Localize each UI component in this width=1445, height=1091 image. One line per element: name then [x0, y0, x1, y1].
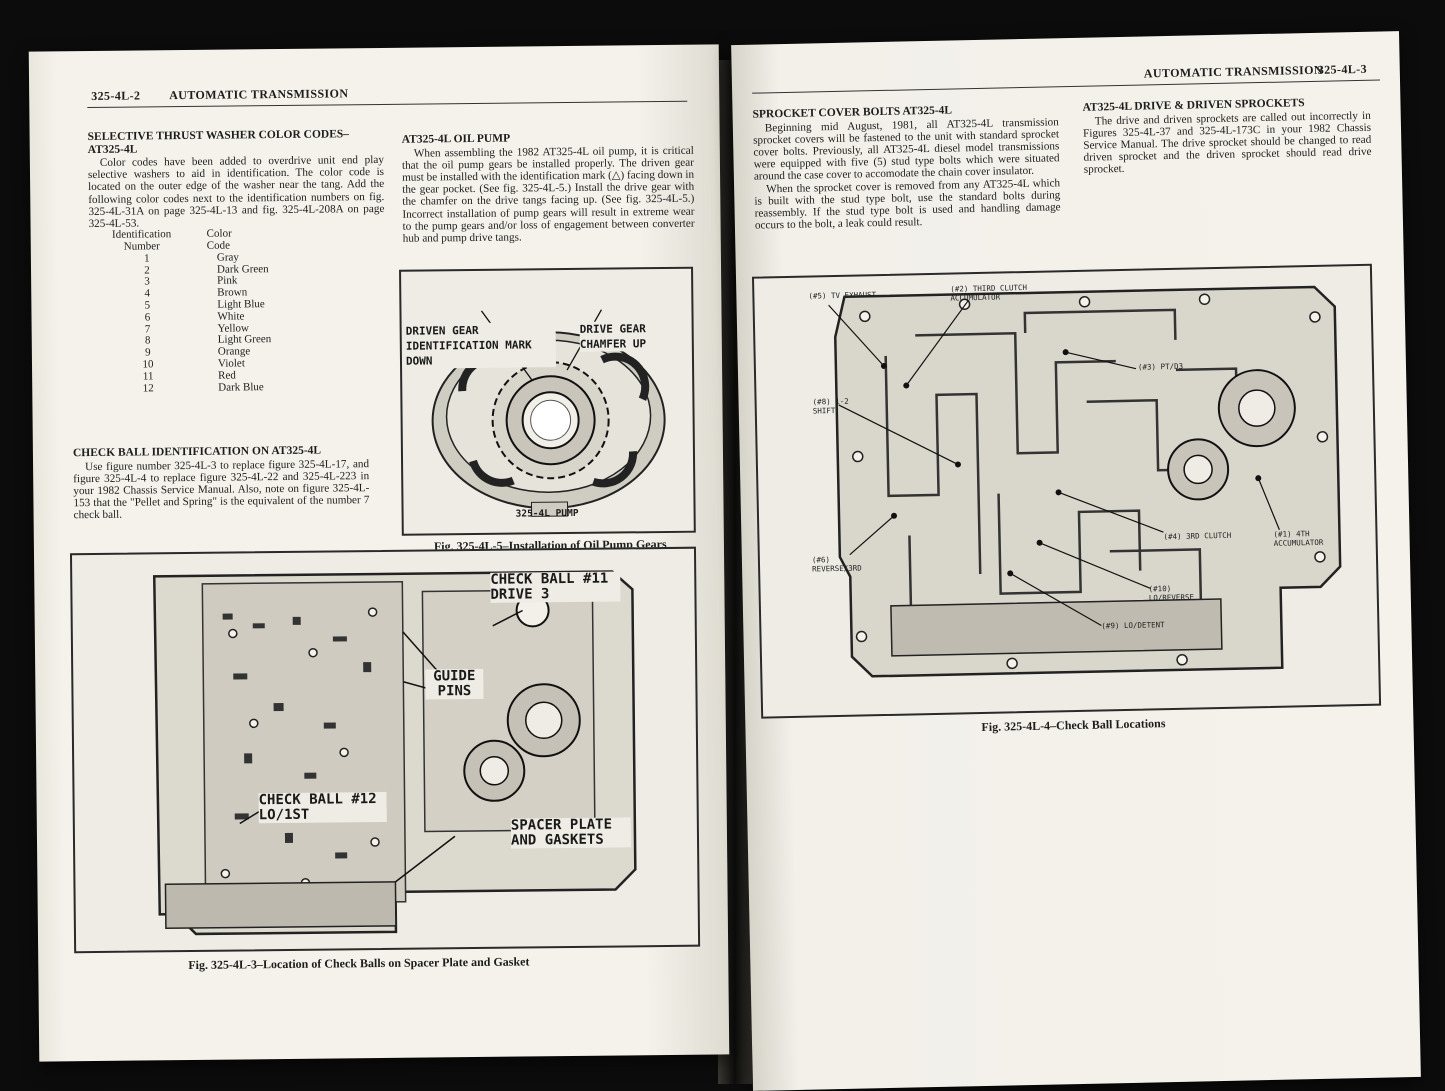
lo-reverse-label: (#10) LO/REVERSE [1148, 584, 1195, 603]
guide-pins-callout: GUIDE PINS [425, 668, 484, 700]
washer-section: SELECTIVE THRUST WASHER COLOR CODES–AT32… [88, 128, 387, 395]
pt-d3-label: (#3) PT/D3 [1137, 361, 1184, 372]
shift-1-2-label: (#8) 1-2 SHIFT [812, 396, 849, 416]
sprocket-bolts-para2: When the sprocket cover is removed from … [754, 176, 1061, 232]
valve-body-drawing [828, 285, 1342, 678]
sprocket-bolts-section: SPROCKET COVER BOLTS AT325-4L Beginning … [752, 102, 1061, 232]
lo-detent-label: (#9) LO/DETENT [1101, 620, 1165, 631]
fourth-accumulator-label: (#1) 4TH ACCUMULATOR [1273, 529, 1324, 548]
right-page-number: 325-4L-3 [1317, 61, 1368, 77]
spacer-plate-callout: SPACER PLATE AND GASKETS [511, 817, 632, 849]
washer-body: Color codes have been added to overdrive… [87, 153, 385, 231]
checkball-section: CHECK BALL IDENTIFICATION ON AT325-4L Us… [73, 444, 370, 522]
checkball-body: Use figure number 325-4L-3 to replace fi… [73, 457, 370, 522]
fig3-caption: Fig. 325-4L-3–Location of Check Balls on… [188, 954, 530, 973]
drive-sprockets-body: The drive and driven sprockets are calle… [1082, 109, 1372, 177]
drive-gear-callout: DRIVE GEAR CHAMFER UP [579, 320, 670, 352]
drive-sprockets-section: AT325-4L DRIVE & DRIVEN SPROCKETS The dr… [1082, 96, 1371, 177]
third-clutch-accumulator-label: (#2) THIRD CLUTCH ACCUMULATOR [950, 282, 1028, 303]
right-page: AUTOMATIC TRANSMISSION 325-4L-3 SPROCKET… [731, 31, 1421, 1091]
check-ball-11-callout: CHECK BALL #11 DRIVE 3 [490, 571, 621, 603]
left-page-number: 325-4L-2 [91, 88, 141, 103]
reverse-3rd-label: (#6) REVERSE/3RD [811, 555, 862, 574]
third-clutch-label: (#4) 3RD CLUTCH [1163, 530, 1232, 542]
right-header-rule [752, 79, 1381, 94]
oil-pump-section: AT325-4L OIL PUMP When assembling the 19… [402, 131, 695, 245]
tv-exhaust-label: (#5) TV EXHAUST [808, 290, 877, 301]
check-ball-12-callout: CHECK BALL #12 LO/1ST [258, 791, 387, 824]
oil-pump-body: When assembling the 1982 AT325-4L oil pu… [401, 144, 695, 245]
washer-heading: SELECTIVE THRUST WASHER COLOR CODES–AT32… [87, 128, 350, 156]
left-page: 325-4L-2 AUTOMATIC TRANSMISSION SELECTIV… [28, 44, 730, 1062]
fig4-caption: Fig. 325-4L-4–Check Ball Locations [981, 716, 1166, 735]
sprocket-bolts-para1: Beginning mid August, 1981, all AT325-4L… [752, 115, 1060, 183]
oil-pump-drawing [431, 309, 666, 517]
spacer-plate-figure: CHECK BALL #11 DRIVE 3 GUIDE PINS CHECK … [69, 546, 701, 954]
check-ball-locations-figure: (#5) TV EXHAUST (#2) THIRD CLUTCH ACCUMU… [751, 263, 1382, 719]
driven-gear-callout: DRIVEN GEAR IDENTIFICATION MARK DOWN [405, 322, 557, 369]
pump-label: 325-4L PUMP [515, 507, 579, 520]
right-page-header-title: AUTOMATIC TRANSMISSION [1143, 62, 1324, 81]
oil-pump-figure: DRIVEN GEAR IDENTIFICATION MARK DOWN DRI… [399, 266, 696, 536]
spacer-plate-drawing [152, 570, 637, 936]
left-page-header-title: AUTOMATIC TRANSMISSION [169, 86, 349, 103]
